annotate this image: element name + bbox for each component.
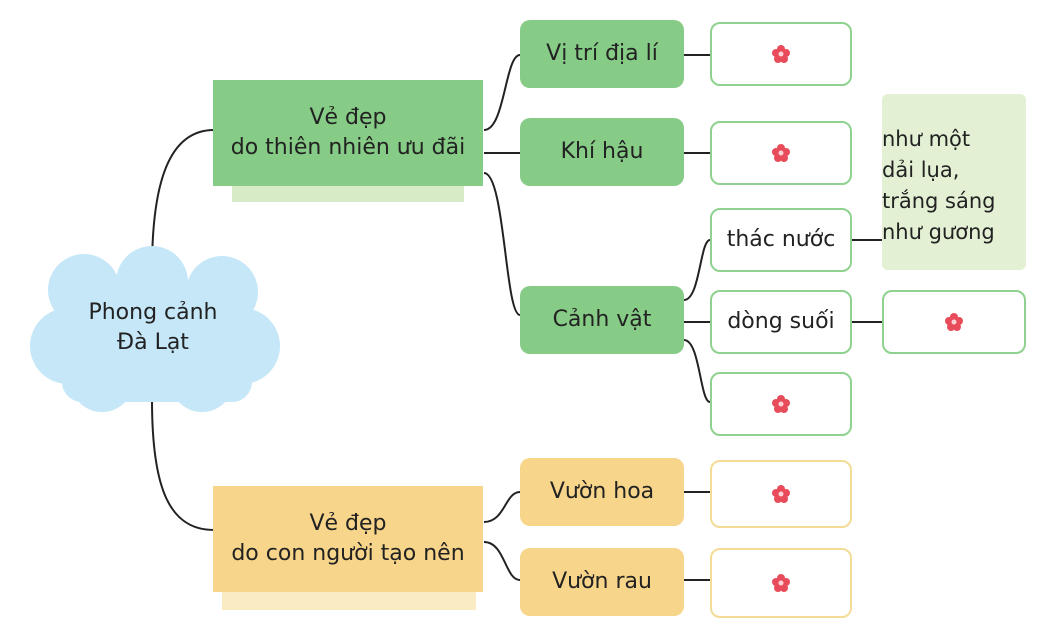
item-location: Vị trí địa lí <box>520 20 684 88</box>
flower-icon <box>772 485 790 503</box>
connector-root-nature <box>151 129 215 271</box>
note-line2: dải lụa, <box>882 158 960 182</box>
item-vegetable-garden: Vườn rau <box>520 548 684 616</box>
answer-box-flower-garden[interactable] <box>710 460 852 528</box>
connector-scenery-blank <box>683 339 711 403</box>
connector-nature-location <box>483 54 521 131</box>
branch-human-line1: Vẻ đẹp <box>309 511 387 536</box>
answer-box-vegetable-garden[interactable] <box>710 548 852 618</box>
answer-box-location[interactable] <box>710 22 852 86</box>
note-waterfall: như một dải lụa, trắng sáng như gương <box>882 94 1026 270</box>
scenery-stream: dòng suối <box>710 290 852 354</box>
answer-box-scenery-blank[interactable] <box>710 372 852 436</box>
item-scenery: Cảnh vật <box>520 286 684 354</box>
answer-box-climate[interactable] <box>710 121 852 185</box>
connector-root-human <box>151 399 215 531</box>
answer-box-stream[interactable] <box>882 290 1026 354</box>
branch-nature-line2: do thiên nhiên ưu đãi <box>230 135 466 160</box>
connector-human-vegetables <box>483 541 521 581</box>
root-node: Phong cảnh Đà Lạt <box>40 286 266 370</box>
connector-scenery-waterfall <box>683 239 711 301</box>
branch-nature-line1: Vẻ đẹp <box>309 105 387 130</box>
branch-human-line2: do con người tạo nên <box>231 541 465 566</box>
root-label-line2: Đà Lạt <box>117 330 189 355</box>
root-label-line1: Phong cảnh <box>88 300 218 325</box>
flower-icon <box>772 144 790 162</box>
note-line3: trắng sáng <box>882 189 996 213</box>
branch-human: Vẻ đẹp do con người tạo nên <box>213 486 483 592</box>
item-flower-garden: Vườn hoa <box>520 458 684 526</box>
connector-human-flowers <box>483 491 521 523</box>
flower-icon <box>772 395 790 413</box>
item-climate: Khí hậu <box>520 118 684 186</box>
root-cloud <box>30 246 280 412</box>
connector-nature-scenery <box>483 172 521 316</box>
flower-icon <box>772 574 790 592</box>
note-line1: như một <box>882 127 971 151</box>
branch-nature: Vẻ đẹp do thiên nhiên ưu đãi <box>213 80 483 186</box>
note-line4: như gương <box>882 220 995 244</box>
flower-icon <box>772 45 790 63</box>
flower-icon <box>945 313 963 331</box>
scenery-waterfall: thác nước <box>710 208 852 272</box>
